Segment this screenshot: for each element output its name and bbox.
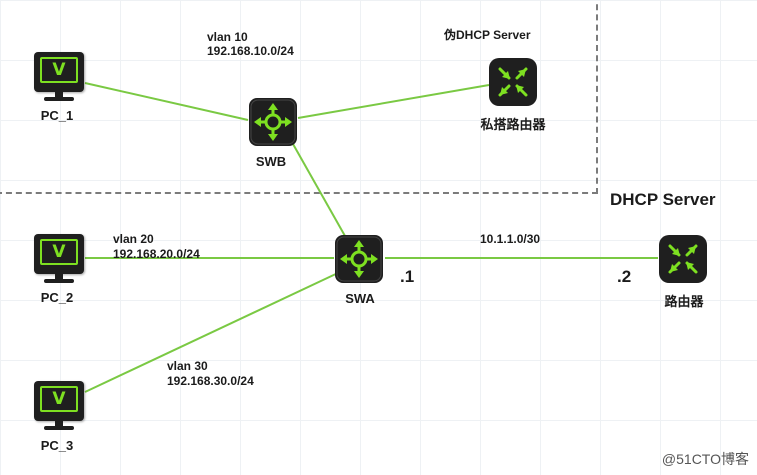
monitor-icon: V — [34, 234, 84, 274]
watermark: @51CTO博客 — [661, 451, 749, 467]
pc2-label: PC_2 — [40, 290, 74, 305]
wan-subnet: 10.1.1.0/30 — [480, 232, 541, 246]
link-swb-rogue-router — [297, 84, 490, 119]
vlan30-subnet: 192.168.30.0/24 — [167, 374, 254, 388]
swa-device[interactable] — [334, 234, 384, 284]
swa-ip: .1 — [400, 267, 415, 286]
rogue-dhcp-label: 伪DHCP Server — [444, 28, 531, 42]
vlan10-name: vlan 10 — [207, 30, 248, 44]
router-icon — [489, 58, 537, 106]
monitor-icon: V — [34, 381, 84, 421]
layer3-switch-icon — [335, 235, 383, 283]
swb-device[interactable] — [248, 97, 298, 147]
vlan30-name: vlan 30 — [167, 359, 208, 373]
link-swb-swa — [292, 143, 346, 237]
link-pc3-swa — [84, 271, 341, 393]
pc2-device[interactable]: V — [34, 234, 84, 284]
rogue-router-label: 私搭路由器 — [480, 117, 546, 132]
vlan20-subnet: 192.168.20.0/24 — [113, 247, 200, 261]
dhcp-server-label: DHCP Server — [610, 190, 716, 209]
router-icon — [659, 235, 707, 283]
pc3-label: PC_3 — [40, 438, 74, 453]
layer3-switch-icon — [249, 98, 297, 146]
pc1-label: PC_1 — [40, 108, 74, 123]
vlan10-boundary — [0, 0, 598, 194]
pc3-device[interactable]: V — [34, 381, 84, 431]
router-device[interactable] — [658, 234, 708, 284]
router-label: 路由器 — [664, 294, 704, 309]
link-pc1-swb — [84, 82, 249, 121]
monitor-icon: V — [34, 52, 84, 92]
vlan20-name: vlan 20 — [113, 232, 154, 246]
vlan10-subnet: 192.168.10.0/24 — [207, 44, 294, 58]
pc1-device[interactable]: V — [34, 52, 84, 102]
swb-label: SWB — [255, 154, 287, 169]
swa-label: SWA — [345, 291, 375, 306]
router-ip: .2 — [617, 267, 632, 286]
rogue-router-device[interactable] — [488, 57, 538, 107]
